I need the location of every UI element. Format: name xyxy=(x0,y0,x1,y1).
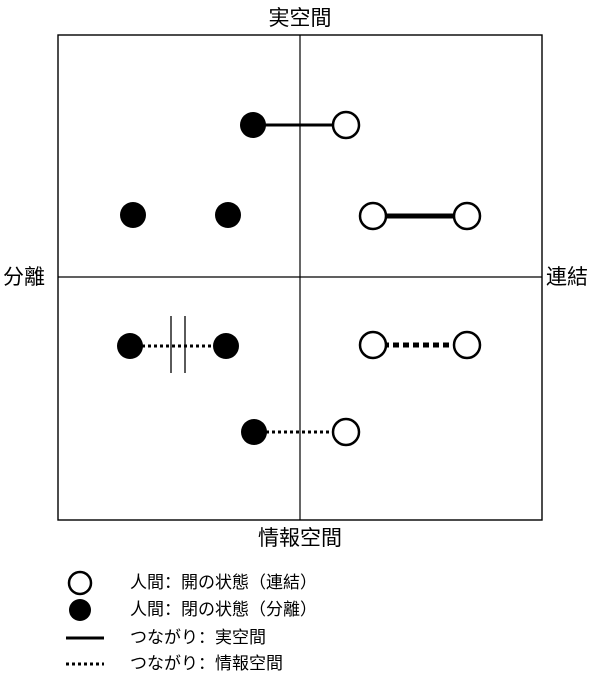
axis-label-bottom: 情報空間 xyxy=(258,526,342,550)
pair-open-real xyxy=(358,201,482,231)
open-person-icon xyxy=(331,417,361,447)
open-person-icon xyxy=(331,110,361,140)
pair-closed-open-real xyxy=(240,110,361,140)
pair-closed-open-info xyxy=(241,417,361,447)
legend-open-circle-icon xyxy=(67,570,93,596)
closed-person-icon xyxy=(215,202,241,228)
legend-text-open: 人間：開の状態（連結） xyxy=(130,573,317,593)
legend-text-real-link: つながり：実空間 xyxy=(130,628,266,648)
open-person-icon xyxy=(358,201,388,231)
pair-open-info xyxy=(358,330,482,360)
legend-symbols xyxy=(66,570,104,666)
axis-label-top: 実空間 xyxy=(268,6,332,30)
closed-person-icon xyxy=(117,333,143,359)
pair-closed-info-blocked xyxy=(117,316,239,373)
legend-filled-circle-icon xyxy=(69,599,91,621)
open-person-icon xyxy=(358,330,388,360)
closed-person-icon xyxy=(120,202,146,228)
open-person-icon xyxy=(452,330,482,360)
axis-label-right: 連結 xyxy=(546,265,588,289)
legend-text-info-link: つながり：情報空間 xyxy=(130,654,283,674)
closed-person-icon xyxy=(240,112,266,138)
legend-text-closed: 人間：閉の状態（分離） xyxy=(130,600,317,620)
pair-closed-separated xyxy=(120,202,241,228)
open-person-icon xyxy=(452,201,482,231)
axis-label-left: 分離 xyxy=(3,265,45,289)
closed-person-icon xyxy=(241,419,267,445)
closed-person-icon xyxy=(213,333,239,359)
